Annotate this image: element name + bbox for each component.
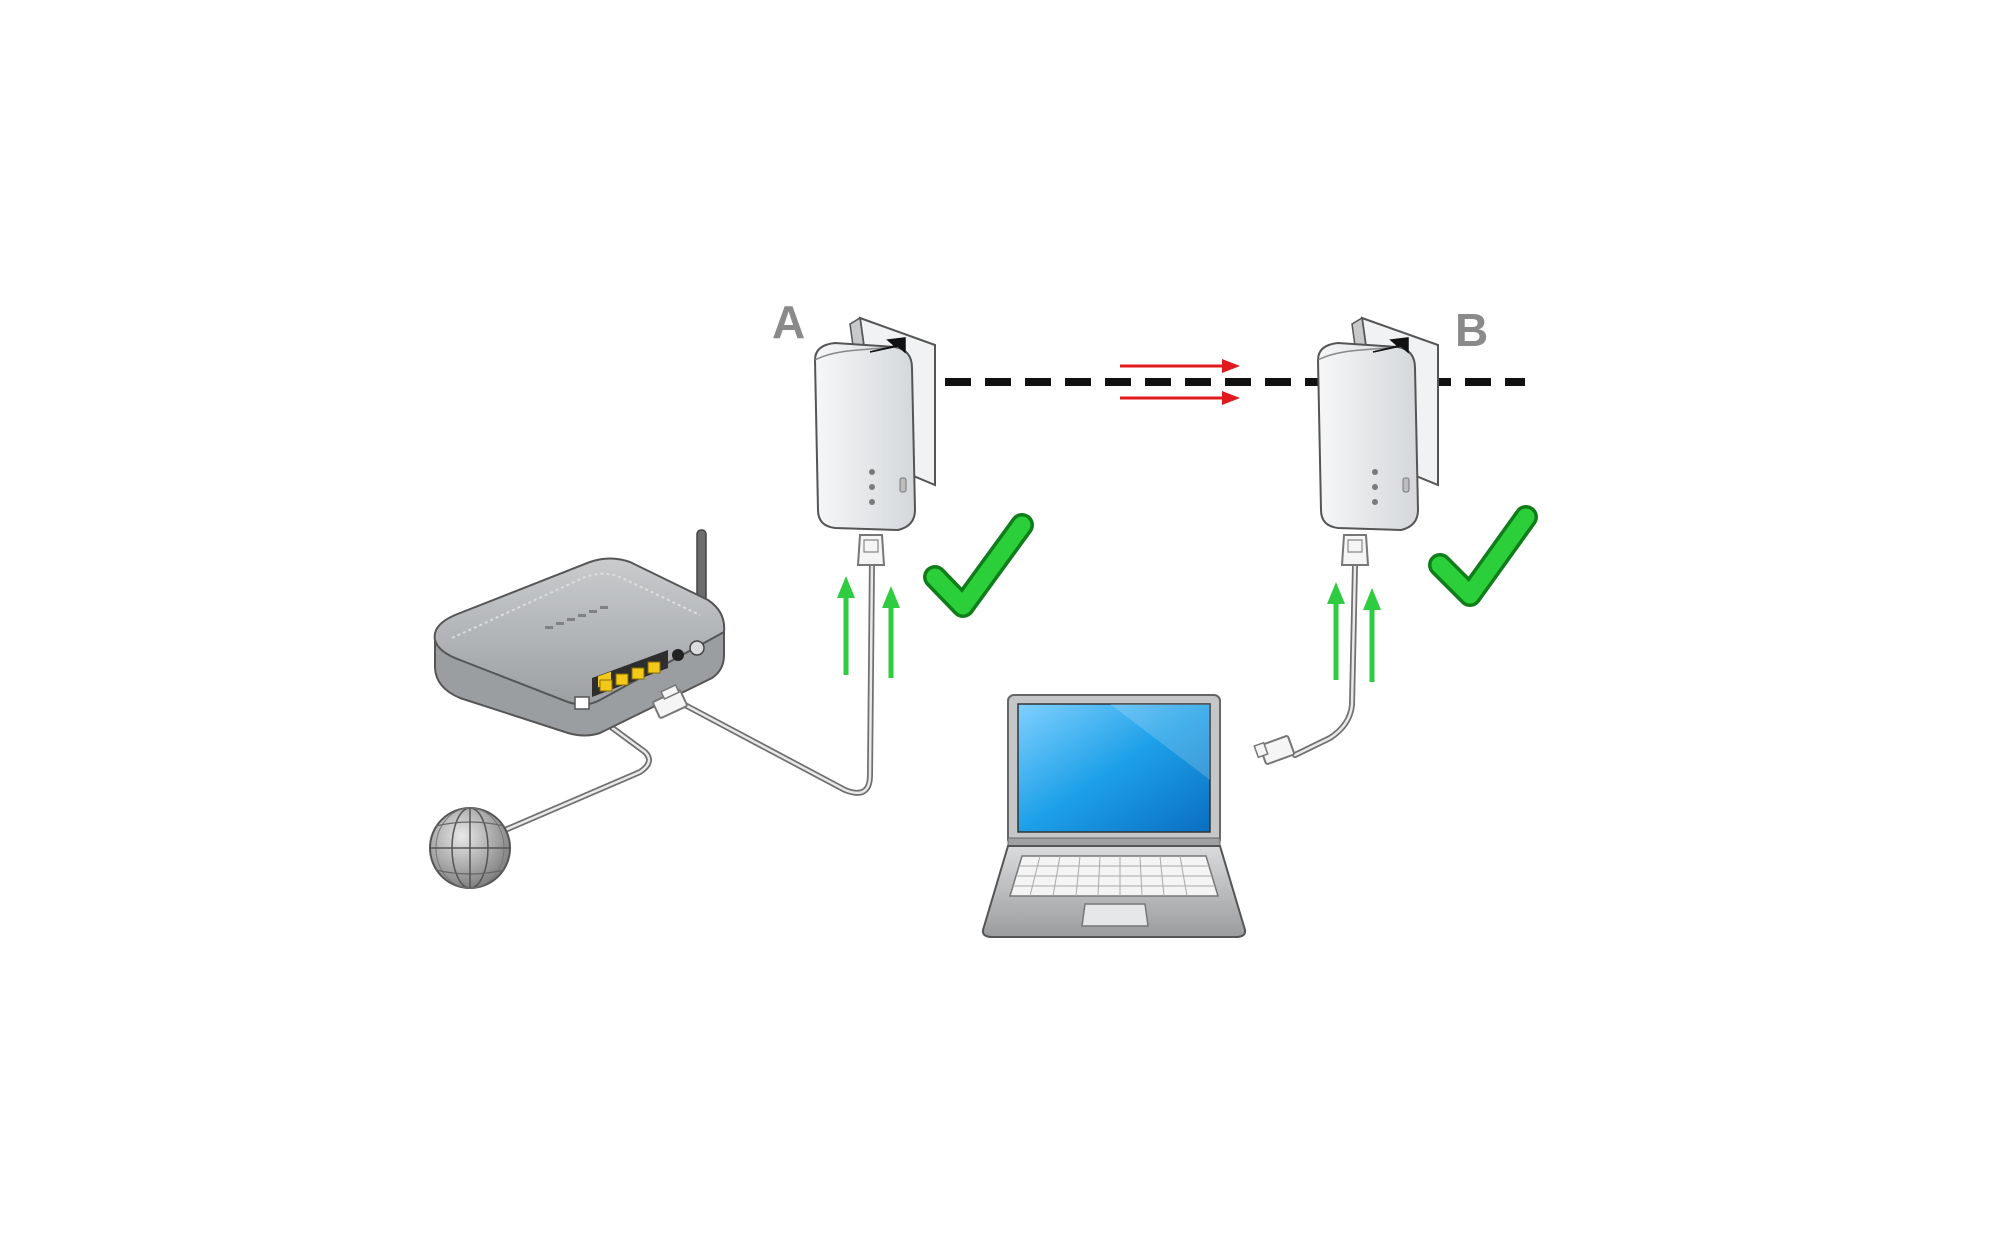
link-arrow-icon	[882, 586, 900, 678]
link-arrow-icon	[837, 576, 855, 675]
adapter-a-link-arrows	[837, 576, 900, 678]
globe-to-router-cable-inner	[503, 708, 651, 832]
data-flow-arrows	[1120, 359, 1240, 405]
adapter-b-link-arrows	[1327, 582, 1381, 682]
adapter-b-cable	[1292, 562, 1358, 758]
data-arrow-icon	[1120, 359, 1240, 373]
powerline-adapter-b	[1316, 316, 1439, 532]
adapter-b-checkmark-icon	[1428, 505, 1538, 607]
adapter-b-cable-inner	[1293, 563, 1357, 757]
adapter-b-ethernet-plug-icon	[1340, 534, 1370, 566]
router-icon	[433, 529, 726, 737]
adapter-b-label: B	[1455, 304, 1488, 356]
adapter-a-ethernet-plug-icon	[856, 534, 886, 566]
link-arrow-icon	[1327, 582, 1345, 680]
powerline-adapter-a	[813, 316, 936, 532]
router-ethernet-plug-icon	[652, 683, 688, 719]
router-to-adapter-a-cable-inner	[683, 558, 874, 795]
loose-ethernet-plug-icon	[1253, 735, 1295, 765]
laptop-icon	[981, 694, 1247, 938]
adapter-a-label: A	[772, 296, 805, 348]
data-arrow-icon	[1120, 391, 1240, 405]
link-arrow-icon	[1363, 588, 1381, 682]
globe-icon	[429, 807, 511, 889]
adapter-a-checkmark-icon	[923, 513, 1034, 618]
